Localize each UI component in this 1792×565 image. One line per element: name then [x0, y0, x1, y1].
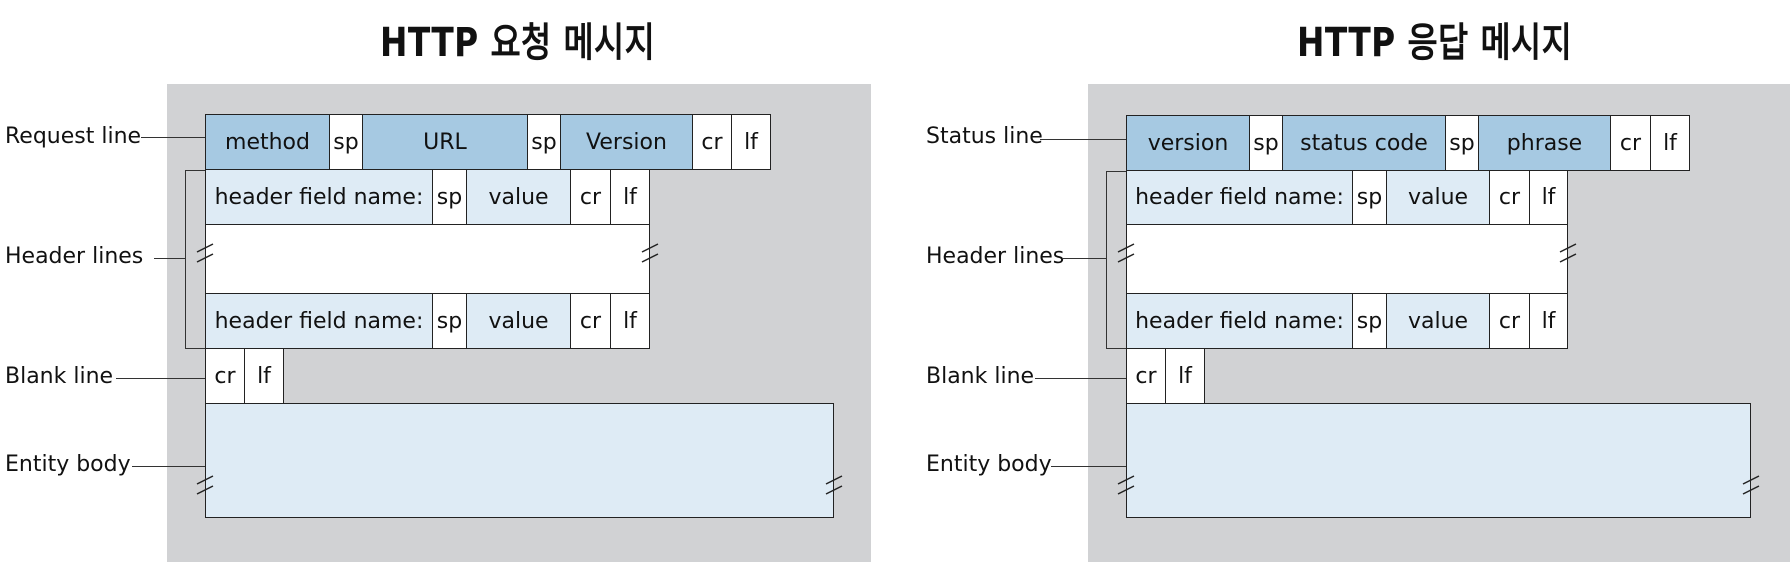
response-version-field: version — [1126, 115, 1250, 171]
response-cr-field: cr — [1610, 115, 1651, 171]
header-lines-bracket-bottom — [185, 348, 205, 349]
response-lf-field: lf — [1650, 115, 1690, 171]
break-mark-icon — [641, 243, 659, 263]
response-blank-line-label: Blank line — [926, 364, 1035, 389]
response-header-name-field: header field name: — [1126, 293, 1353, 349]
request-sp-field: sp — [527, 114, 561, 170]
header-lines-bracket-top — [1106, 171, 1126, 172]
blank-line-leader — [1035, 378, 1126, 379]
response-sp-field: sp — [1445, 115, 1479, 171]
request-line-label: Request line — [5, 124, 142, 149]
request-header-name-field: header field name: — [205, 293, 433, 349]
header-lines-bracket-bottom — [1106, 348, 1126, 349]
request-cr-field: cr — [692, 114, 732, 170]
response-header-value-field: value — [1386, 170, 1490, 225]
header-lines-bracket — [1106, 171, 1107, 348]
request-blank-lf-field: lf — [244, 348, 284, 404]
response-header-lines-label: Header lines — [926, 244, 1065, 269]
response-header-cr-field: cr — [1489, 293, 1530, 349]
break-mark-icon — [1559, 243, 1577, 263]
response-header-sp-field: sp — [1352, 293, 1387, 349]
response-title: HTTP 응답 메시지 — [1297, 20, 1573, 66]
header-lines-bracket-top — [185, 170, 205, 171]
header-lines-bracket — [185, 170, 186, 348]
request-header-lf-field: lf — [610, 169, 650, 225]
header-lines-leader — [154, 258, 185, 259]
response-blank-lf-field: lf — [1165, 348, 1205, 404]
response-entity-body — [1126, 403, 1751, 518]
request-method-field: method — [205, 114, 330, 170]
break-mark-icon — [1117, 243, 1135, 263]
break-mark-icon — [825, 475, 843, 495]
request-title: HTTP 요청 메시지 — [380, 20, 656, 66]
entity-body-leader — [1051, 466, 1126, 467]
request-line-leader — [141, 137, 205, 138]
response-blank-cr-field: cr — [1126, 348, 1166, 404]
request-header-lf-field: lf — [610, 293, 650, 349]
response-header-lf-field: lf — [1529, 293, 1568, 349]
response-status-line-label: Status line — [926, 124, 1043, 149]
request-header-gap — [205, 224, 650, 294]
request-header-sp-field: sp — [432, 169, 467, 225]
header-lines-leader — [1062, 258, 1106, 259]
response-header-name-field: header field name: — [1126, 170, 1353, 225]
response-header-gap — [1126, 224, 1568, 294]
request-header-sp-field: sp — [432, 293, 467, 349]
request-entity-body — [205, 403, 834, 518]
response-sp-field: sp — [1249, 115, 1283, 171]
break-mark-icon — [196, 243, 214, 263]
response-header-cr-field: cr — [1489, 170, 1530, 225]
response-header-value-field: value — [1386, 293, 1490, 349]
break-mark-icon — [1742, 475, 1760, 495]
request-lf-field: lf — [731, 114, 771, 170]
entity-body-leader — [132, 466, 205, 467]
blank-line-leader — [116, 378, 205, 379]
break-mark-icon — [1117, 475, 1135, 495]
response-header-lf-field: lf — [1529, 170, 1568, 225]
response-entity-body-label: Entity body — [926, 452, 1052, 477]
status-line-leader — [1040, 139, 1126, 140]
request-sp-field: sp — [329, 114, 363, 170]
request-entity-body-label: Entity body — [5, 452, 131, 477]
request-header-name-field: header field name: — [205, 169, 433, 225]
request-header-value-field: value — [466, 293, 571, 349]
request-blank-cr-field: cr — [205, 348, 245, 404]
request-blank-line-label: Blank line — [5, 364, 114, 389]
request-header-cr-field: cr — [570, 169, 611, 225]
break-mark-icon — [196, 475, 214, 495]
request-header-value-field: value — [466, 169, 571, 225]
request-header-lines-label: Header lines — [5, 244, 144, 269]
